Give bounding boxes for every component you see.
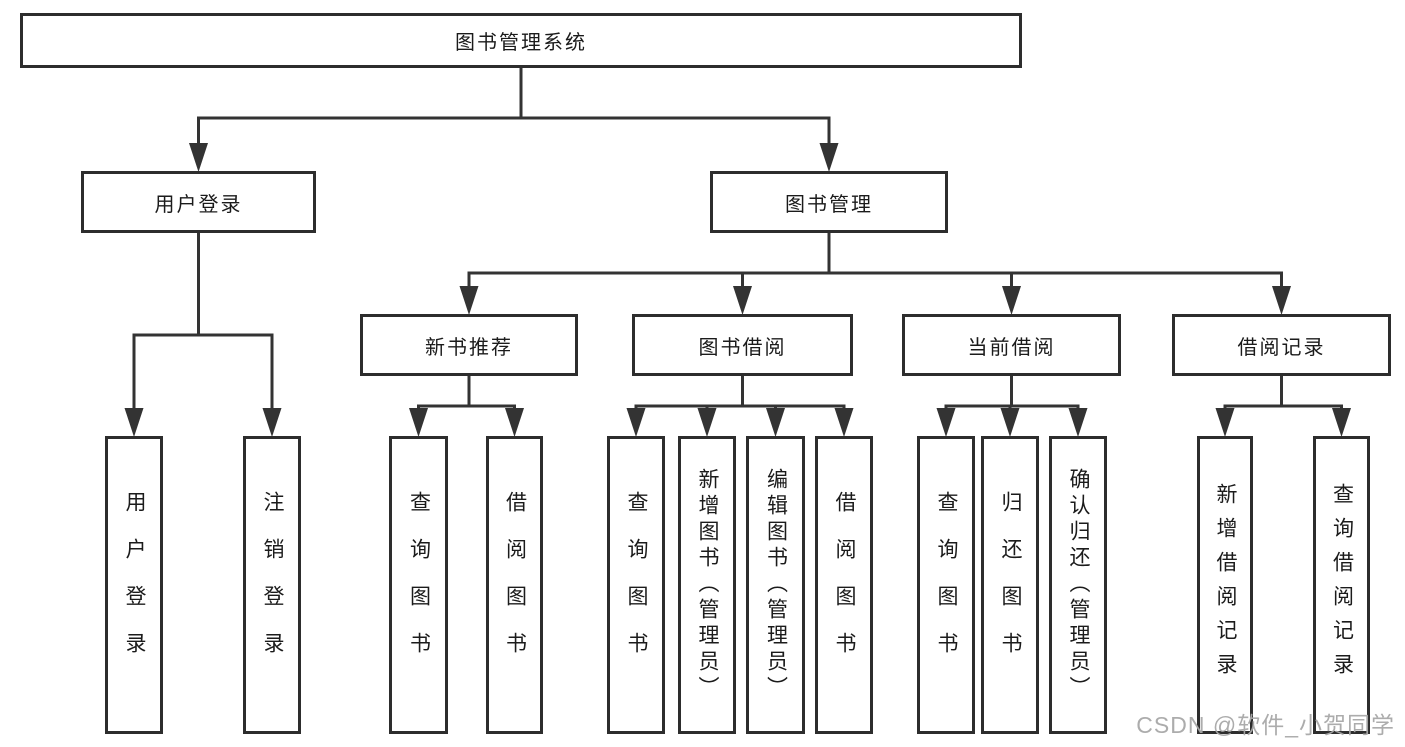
node-label-book-mgmt: 图书管理 (785, 193, 873, 216)
node-label-book-borrow: 图书借阅 (698, 336, 787, 359)
node-label-new-book-rec: 新书推荐 (425, 336, 513, 359)
node-leaf-query-book-1: 查询图书 (389, 436, 448, 734)
watermark-text: CSDN @软件_小贺同学 (1136, 712, 1395, 738)
node-label-leaf-edit-book: 编辑图书（管理员） (764, 468, 788, 702)
node-leaf-confirm-return: 确认归还（管理员） (1049, 436, 1107, 734)
node-label-root: 图书管理系统 (455, 32, 587, 54)
node-label-leaf-user-login: 用户登录 (123, 491, 146, 679)
node-root: 图书管理系统 (20, 13, 1022, 68)
node-book-borrow: 图书借阅 (632, 314, 853, 376)
node-leaf-query-borrow-record: 查询借阅记录 (1313, 436, 1370, 734)
node-label-user-login: 用户登录 (154, 193, 243, 216)
node-label-leaf-query-book-2: 查询图书 (625, 491, 648, 679)
node-label-leaf-query-book-3: 查询图书 (935, 491, 958, 679)
node-leaf-borrow-book-2: 借阅图书 (815, 436, 873, 734)
node-new-book-rec: 新书推荐 (360, 314, 578, 376)
node-label-leaf-borrow-book-2: 借阅图书 (833, 491, 856, 679)
node-leaf-user-login: 用户登录 (105, 436, 163, 734)
node-label-leaf-return-book: 归还图书 (999, 491, 1022, 679)
node-current-borrow: 当前借阅 (902, 314, 1121, 376)
node-leaf-query-book-3: 查询图书 (917, 436, 975, 734)
node-label-borrow-records: 借阅记录 (1237, 336, 1326, 359)
node-label-leaf-borrow-book-1: 借阅图书 (503, 491, 527, 679)
node-user-login: 用户登录 (81, 171, 316, 233)
node-book-mgmt: 图书管理 (710, 171, 948, 233)
node-leaf-add-borrow-record: 新增借阅记录 (1197, 436, 1253, 734)
node-label-current-borrow: 当前借阅 (967, 336, 1056, 359)
node-label-leaf-add-borrow-record: 新增借阅记录 (1214, 483, 1237, 687)
node-label-leaf-confirm-return: 确认归还（管理员） (1067, 468, 1090, 702)
node-leaf-logout: 注销登录 (243, 436, 301, 734)
node-label-leaf-logout: 注销登录 (261, 491, 284, 679)
node-borrow-records: 借阅记录 (1172, 314, 1391, 376)
node-leaf-query-book-2: 查询图书 (607, 436, 665, 734)
node-leaf-edit-book: 编辑图书（管理员） (746, 436, 805, 734)
node-label-leaf-query-borrow-record: 查询借阅记录 (1330, 483, 1354, 687)
node-leaf-add-book: 新增图书（管理员） (678, 436, 736, 734)
node-label-leaf-add-book: 新增图书（管理员） (696, 468, 719, 702)
node-label-leaf-query-book-1: 查询图书 (407, 491, 431, 679)
node-leaf-return-book: 归还图书 (981, 436, 1039, 734)
node-leaf-borrow-book-1: 借阅图书 (486, 436, 543, 734)
